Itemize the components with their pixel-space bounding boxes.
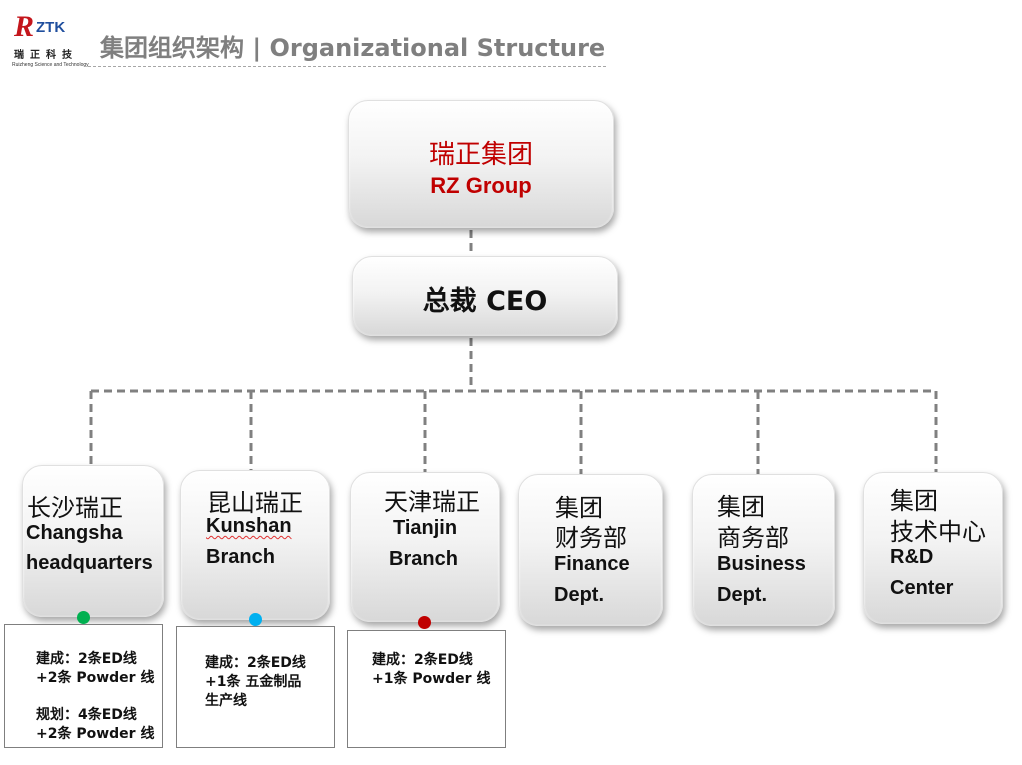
changsha-note-built: 建成：2条ED线 bbox=[36, 651, 137, 667]
node-rz-group: 瑞正集团 RZ Group bbox=[348, 100, 614, 228]
business-en-line1: Business bbox=[717, 553, 806, 575]
changsha-note-built-powder: +2条 Powder 线 bbox=[36, 670, 155, 686]
note-changsha-lines: 建成：2条ED线 +2条 Powder 线 规划：4条ED线 +2条 Powde… bbox=[4, 624, 163, 748]
changsha-note-planned-powder: +2条 Powder 线 bbox=[36, 726, 155, 742]
node-business-dept: 集团 商务部 Business Dept. bbox=[692, 474, 835, 626]
changsha-note-planned: 规划：4条ED线 bbox=[36, 707, 137, 723]
node-finance-dept: 集团 财务部 Finance Dept. bbox=[518, 474, 663, 626]
kunshan-note-production-line: 生产线 bbox=[205, 693, 247, 709]
node-rd-center: 集团 技术中心 R&D Center bbox=[863, 472, 1003, 624]
tianjin-english-name: Tianjin bbox=[393, 517, 458, 539]
node-tianjin-branch: 天津瑞正 Tianjin Branch bbox=[350, 472, 500, 622]
finance-cn-line2: 财务部 bbox=[555, 524, 627, 552]
node-ceo: 总裁 CEO bbox=[352, 256, 618, 336]
rz-group-english-name: RZ Group bbox=[430, 173, 532, 198]
rd-cn-line1: 集团 bbox=[890, 487, 938, 515]
tianjin-note-built: 建成：2条ED线 bbox=[372, 652, 473, 668]
kunshan-status-dot bbox=[249, 613, 262, 626]
tianjin-chinese-name: 天津瑞正 bbox=[384, 488, 480, 516]
tianjin-note-powder: +1条 Powder 线 bbox=[372, 671, 491, 687]
business-cn-line2: 商务部 bbox=[717, 524, 789, 552]
logo-mark-r: R bbox=[14, 10, 35, 43]
page-title: 集团组织架构 | Organizational Structure bbox=[100, 34, 606, 62]
logo-mark-text: ZTK bbox=[36, 19, 66, 36]
rz-group-chinese-name: 瑞正集团 bbox=[428, 140, 533, 170]
kunshan-note-hardware: +1条 五金制品 bbox=[205, 674, 302, 690]
note-kunshan-lines: 建成：2条ED线 +1条 五金制品 生产线 bbox=[176, 626, 335, 748]
kunshan-english-subtitle: Branch bbox=[206, 546, 275, 568]
business-en-line2: Dept. bbox=[717, 584, 767, 606]
logo-english-name: Ruizheng Science and Technology bbox=[12, 62, 89, 68]
kunshan-english-name: Kunshan bbox=[206, 515, 292, 537]
business-cn-line1: 集团 bbox=[717, 493, 765, 521]
finance-cn-line1: 集团 bbox=[555, 494, 603, 522]
company-logo: R ZTK 瑞正科技 Ruizheng Science and Technolo… bbox=[12, 10, 89, 68]
changsha-chinese-name: 长沙瑞正 bbox=[27, 494, 123, 522]
finance-en-line1: Finance bbox=[554, 553, 630, 575]
kunshan-chinese-name: 昆山瑞正 bbox=[207, 489, 303, 517]
rd-cn-line2: 技术中心 bbox=[890, 518, 986, 546]
node-kunshan-branch: 昆山瑞正 Kunshan Branch bbox=[180, 470, 330, 620]
node-changsha-headquarters: 长沙瑞正 Changsha headquarters bbox=[22, 465, 164, 617]
kunshan-note-built: 建成：2条ED线 bbox=[205, 655, 306, 671]
changsha-english-name: Changsha bbox=[26, 522, 123, 544]
ceo-label: 总裁 CEO bbox=[422, 286, 548, 317]
changsha-status-dot bbox=[77, 611, 90, 624]
tianjin-english-subtitle: Branch bbox=[389, 548, 458, 570]
note-tianjin-lines: 建成：2条ED线 +1条 Powder 线 bbox=[347, 630, 506, 748]
changsha-english-subtitle: headquarters bbox=[26, 552, 153, 574]
title-divider bbox=[88, 66, 606, 67]
finance-en-line2: Dept. bbox=[554, 584, 604, 606]
logo-chinese-name: 瑞正科技 bbox=[14, 50, 78, 61]
tianjin-status-dot bbox=[418, 616, 431, 629]
rd-en-line1: R&D bbox=[890, 546, 934, 568]
rd-en-line2: Center bbox=[890, 577, 954, 599]
